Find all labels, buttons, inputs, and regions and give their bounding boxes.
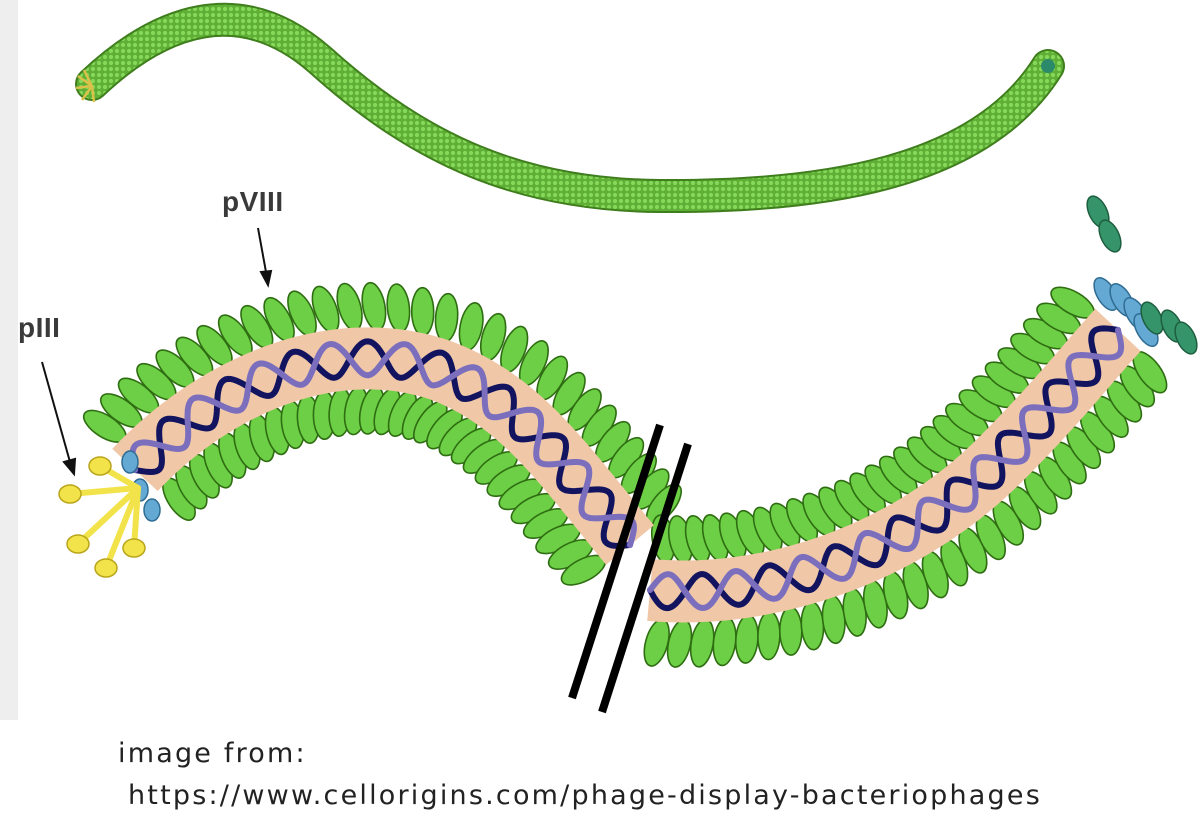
- main-phage: [58, 195, 1198, 714]
- caption-url: https://www.cellorigins.com/phage-displa…: [128, 780, 1042, 811]
- pviii-subunit: [434, 292, 459, 343]
- piii-label: pIII: [18, 312, 61, 343]
- pviii-subunit: [800, 600, 825, 651]
- pvi-subunit: [121, 450, 139, 474]
- arrow-icon: [257, 227, 273, 288]
- left-edge-strip: [0, 0, 18, 720]
- piii-stalk: [103, 485, 141, 571]
- piii-stalk: [75, 485, 141, 547]
- piii-head: [66, 534, 90, 554]
- pviii-subunit: [410, 286, 435, 337]
- dna-strand: [647, 327, 1125, 612]
- caption-line1: image from:: [118, 738, 307, 769]
- core-left: [112, 327, 654, 565]
- dna-strand: [129, 340, 637, 548]
- piii-head: [122, 538, 146, 558]
- pviii-subunit: [734, 614, 759, 664]
- dna-double-helix: [129, 325, 1125, 612]
- pviii-coat-right: [643, 286, 1168, 668]
- piii-head: [94, 558, 118, 578]
- pviii-subunit: [361, 281, 387, 331]
- core-right: [647, 308, 1141, 623]
- pviii-subunit: [689, 618, 715, 668]
- pvii-subunit: [1140, 301, 1164, 335]
- pvii-subunit: [1174, 321, 1198, 355]
- pix-pvii-tip: [1086, 195, 1198, 355]
- top-phage-end-icon: [1041, 59, 1055, 73]
- pvii-subunit: [1098, 219, 1122, 253]
- pviii-subunit: [778, 606, 803, 656]
- pviii-subunit: [712, 616, 737, 667]
- top-phage-tail-icon: [75, 69, 96, 103]
- piii-stalk: [131, 485, 141, 551]
- pviii-label: pVIII: [222, 186, 284, 217]
- piii-proteins: [58, 450, 161, 578]
- piii-head: [88, 456, 112, 476]
- pvi-subunit: [143, 498, 161, 522]
- arrow-icon: [41, 361, 77, 477]
- pviii-subunit: [386, 283, 411, 333]
- break-mark-icon: [568, 423, 692, 714]
- top-phage-filament: [75, 2, 1065, 214]
- piii-head: [58, 484, 82, 504]
- dna-strand: [132, 338, 633, 549]
- pviii-coat-left: [82, 281, 682, 586]
- pviii-subunit: [757, 610, 781, 661]
